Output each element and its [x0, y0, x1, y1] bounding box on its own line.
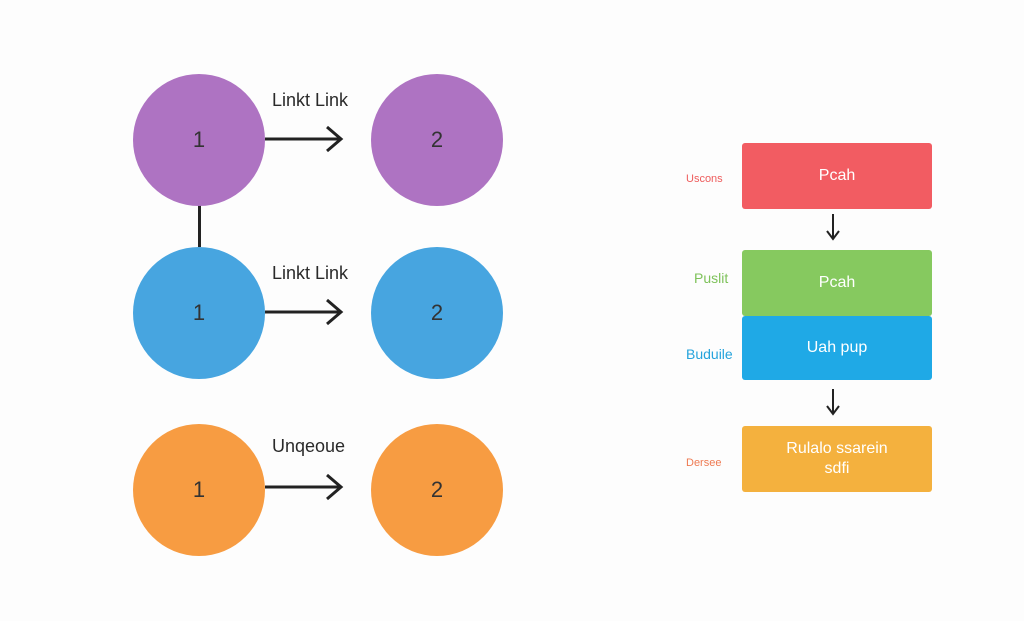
link-label-row-3: Unqeoue — [272, 436, 346, 456]
node-2-orange: 2 — [371, 424, 503, 556]
arrow-row-3 — [265, 473, 344, 501]
box-2-green: Pcah — [742, 250, 932, 316]
down-arrow-2 — [826, 389, 840, 416]
side-label-3: Buduile — [686, 346, 733, 362]
side-label-4: Dersee — [686, 457, 722, 469]
side-label-1: Uscons — [686, 173, 723, 185]
node-1-blue: 1 — [133, 247, 265, 379]
box-4-orange: Rulalo ssarein sdfi — [742, 426, 932, 492]
box-3-blue: Uah pup — [742, 316, 932, 380]
arrow-row-2 — [265, 298, 344, 326]
box-1-red: Pcah — [742, 143, 932, 209]
link-label-row-1: Linkt Link — [272, 90, 349, 110]
node-1-purple: 1 — [133, 74, 265, 206]
link-label-row-2: Linkt Link — [272, 263, 349, 283]
arrow-row-1 — [265, 125, 344, 153]
node-1-orange: 1 — [133, 424, 265, 556]
node-2-purple: 2 — [371, 74, 503, 206]
vertical-connector — [198, 205, 201, 247]
side-label-2: Puslit — [694, 270, 729, 286]
down-arrow-1 — [826, 214, 840, 241]
node-2-blue: 2 — [371, 247, 503, 379]
